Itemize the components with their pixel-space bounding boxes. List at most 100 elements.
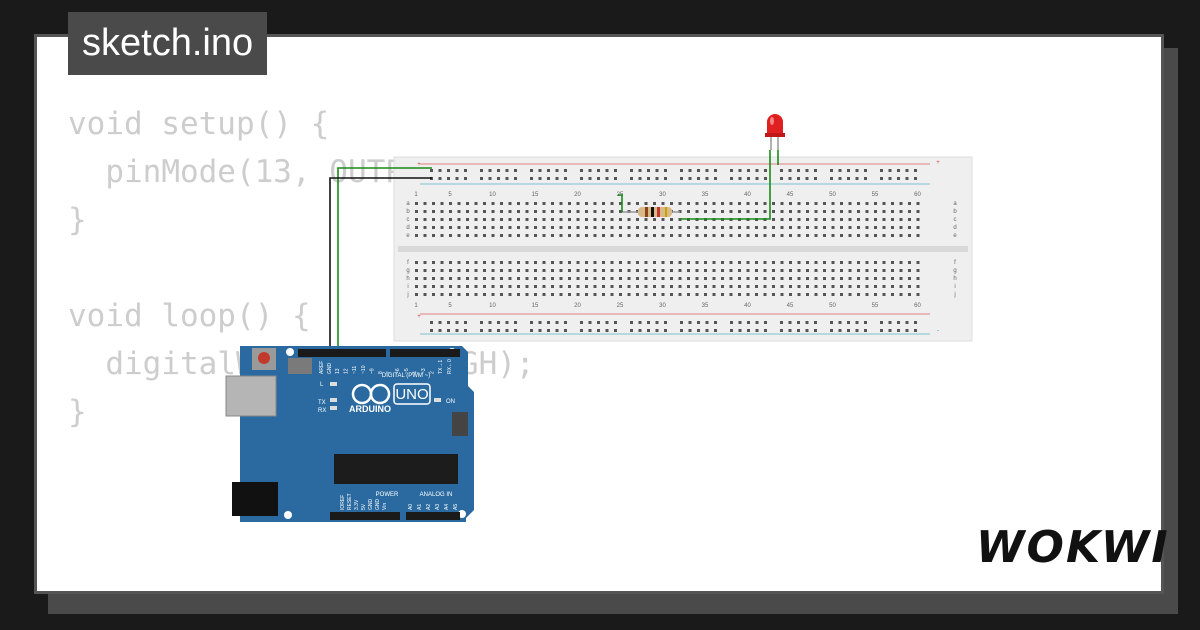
breadboard-hole: [415, 234, 418, 237]
column-number: 40: [744, 192, 751, 198]
breadboard-hole: [789, 293, 792, 296]
breadboard-hole: [874, 285, 877, 288]
pin-label: 4: [412, 371, 418, 374]
breadboard-hole: [714, 169, 717, 172]
breadboard-hole: [500, 285, 503, 288]
breadboard-hole: [797, 218, 801, 221]
breadboard-hole: [738, 293, 741, 296]
breadboard-hole: [644, 285, 648, 288]
breadboard-hole: [780, 293, 784, 296]
breadboard-hole: [705, 177, 709, 180]
breadboard-hole: [738, 234, 741, 237]
breadboard-hole: [644, 293, 648, 296]
breadboard-hole: [610, 269, 614, 272]
breadboard-hole: [547, 177, 550, 180]
breadboard-hole: [914, 169, 917, 172]
breadboard-hole: [680, 177, 683, 180]
breadboard-hole: [680, 321, 683, 324]
breadboard-hole: [908, 293, 911, 296]
breadboard-hole: [874, 277, 877, 280]
breadboard-hole: [432, 293, 435, 296]
breadboard-hole: [814, 210, 818, 213]
breadboard-hole: [806, 293, 809, 296]
breadboard-hole: [908, 285, 911, 288]
pin-label: IOREF: [340, 495, 346, 510]
breadboard-hole: [588, 169, 592, 172]
breadboard-hole: [585, 210, 588, 213]
breadboard-hole: [568, 210, 571, 213]
breadboard-hole: [882, 202, 886, 205]
breadboard-hole: [568, 269, 571, 272]
breadboard-hole: [585, 226, 588, 229]
file-tab[interactable]: sketch.ino: [68, 12, 268, 75]
breadboard-hole: [457, 226, 461, 229]
breadboard-hole: [747, 321, 750, 324]
breadboard-hole: [721, 277, 724, 280]
breadboard-hole: [593, 269, 597, 272]
breadboard-hole: [610, 285, 614, 288]
breadboard-hole: [627, 293, 631, 296]
breadboard-hole: [695, 285, 699, 288]
breadboard-hole: [670, 218, 673, 221]
breadboard-hole: [899, 285, 903, 288]
breadboard-hole: [505, 177, 509, 180]
breadboard-hole: [899, 261, 903, 264]
breadboard-hole: [466, 226, 469, 229]
breadboard-hole: [788, 177, 792, 180]
breadboard-hole: [655, 329, 659, 332]
breadboard-hole: [848, 269, 852, 272]
breadboard-hole: [891, 226, 894, 229]
breadboard-hole: [840, 218, 843, 221]
breadboard-hole: [423, 269, 427, 272]
row-label: h: [953, 276, 956, 282]
breadboard-hole: [805, 177, 809, 180]
breadboard-hole: [814, 269, 818, 272]
breadboard-hole: [525, 269, 529, 272]
breadboard-hole: [806, 234, 809, 237]
breadboard-hole: [916, 293, 920, 296]
breadboard-hole: [542, 202, 546, 205]
breadboard-hole: [908, 269, 911, 272]
breadboard-hole: [610, 293, 614, 296]
breadboard-hole: [891, 285, 894, 288]
breadboard-hole: [891, 261, 894, 264]
breadboard-hole: [508, 269, 512, 272]
breadboard-hole: [466, 277, 469, 280]
breadboard-hole: [432, 285, 435, 288]
breadboard-hole: [508, 226, 512, 229]
breadboard-hole: [430, 169, 433, 172]
breadboard-hole: [746, 269, 750, 272]
breadboard-hole: [602, 226, 605, 229]
breadboard-hole: [814, 202, 818, 205]
breadboard-hole: [447, 177, 450, 180]
breadboard-hole: [687, 261, 690, 264]
breadboard-hole: [848, 285, 852, 288]
breadboard-hole: [559, 210, 563, 213]
breadboard-hole: [823, 202, 826, 205]
breadboard-hole: [597, 177, 600, 180]
breadboard-hole: [814, 226, 818, 229]
breadboard-hole: [449, 277, 452, 280]
breadboard-hole: [551, 210, 554, 213]
breadboard-hole: [687, 226, 690, 229]
pin-label: 2: [430, 371, 436, 374]
breadboard-hole: [480, 177, 483, 180]
breadboard-hole: [848, 234, 852, 237]
breadboard-hole: [695, 210, 699, 213]
breadboard-hole: [505, 169, 509, 172]
breadboard-hole: [738, 277, 741, 280]
breadboard-hole: [874, 261, 877, 264]
breadboard-hole: [464, 329, 467, 332]
pin-label: GND: [375, 499, 381, 511]
breadboard-hole: [530, 329, 533, 332]
breadboard-hole: [559, 234, 563, 237]
pin-label: A3: [435, 504, 441, 510]
breadboard-hole: [882, 269, 886, 272]
breadboard-hole: [480, 329, 483, 332]
breadboard-hole: [474, 285, 478, 288]
breadboard-hole: [655, 169, 659, 172]
breadboard-hole: [517, 285, 520, 288]
breadboard-hole: [670, 261, 673, 264]
breadboard-hole: [772, 226, 775, 229]
breadboard-hole: [874, 293, 877, 296]
